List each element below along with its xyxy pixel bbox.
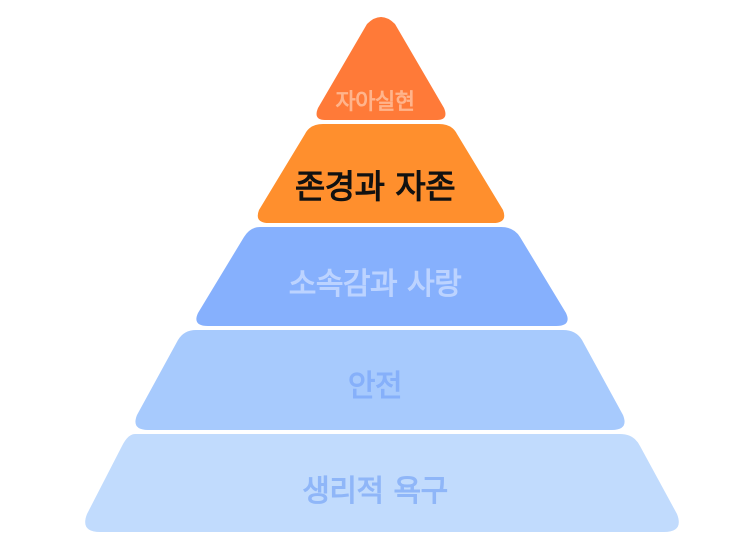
- level-physiological-shape: [85, 434, 679, 532]
- level-safety-label: 안전: [347, 369, 403, 404]
- level-physiological-label: 생리적 욕구: [302, 474, 448, 509]
- level-self-actualization-label: 자아실현: [335, 90, 415, 115]
- level-safety-shape: [135, 330, 625, 430]
- level-belonging-shape: [196, 227, 568, 326]
- level-esteem-shape: [257, 124, 505, 223]
- level-esteem-label: 존경과 자존: [294, 167, 456, 206]
- level-belonging-label: 소속감과 사랑: [288, 267, 462, 302]
- level-self-actualization-shape: [316, 17, 446, 120]
